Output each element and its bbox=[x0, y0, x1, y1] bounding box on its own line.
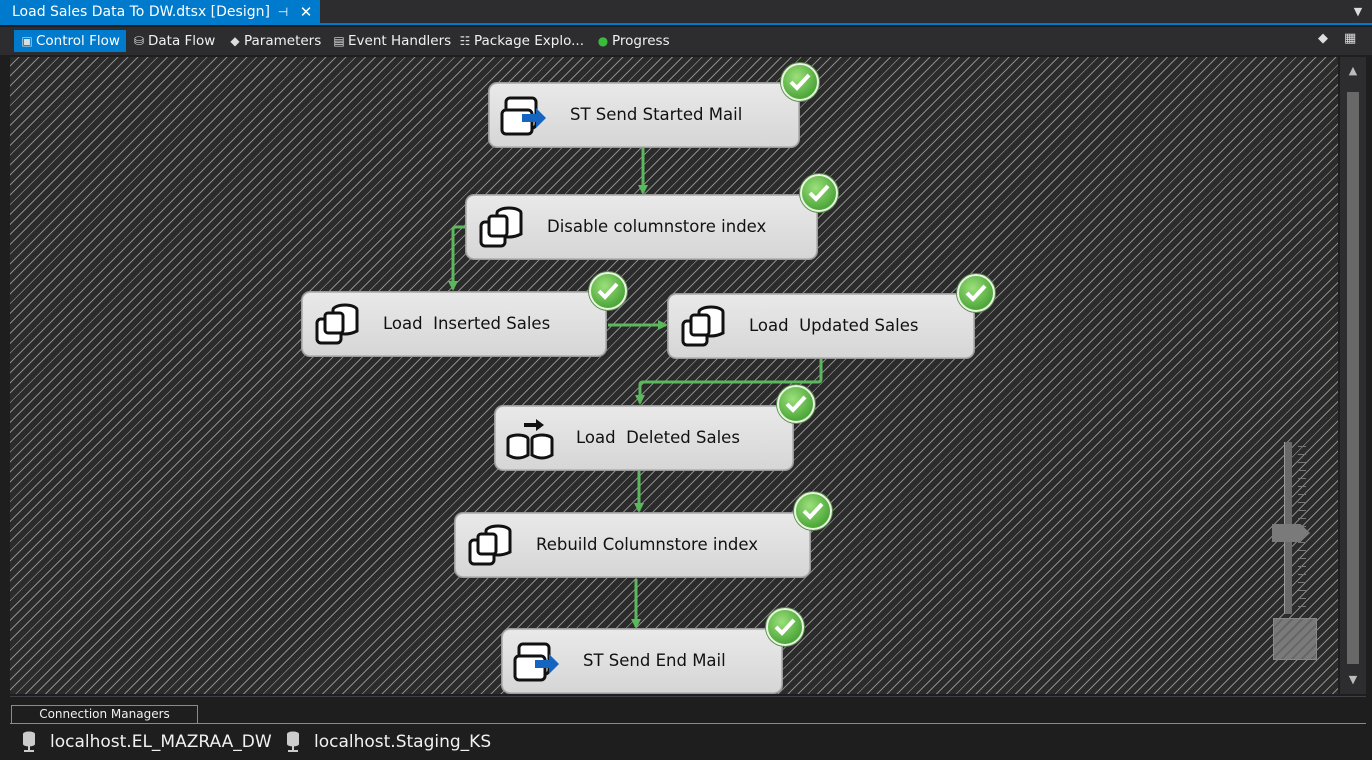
script-task-icon bbox=[513, 642, 559, 682]
pin-icon[interactable]: ⊣ bbox=[277, 5, 289, 19]
script-task-icon bbox=[500, 96, 546, 136]
vertical-scrollbar[interactable]: ▲ ▼ bbox=[1340, 57, 1366, 694]
tab-data-flow[interactable]: ⛁Data Flow bbox=[126, 30, 221, 52]
task-load-updated-sales[interactable]: Load Updated Sales bbox=[668, 294, 974, 358]
task-st-send-started-mail[interactable]: ST Send Started Mail bbox=[489, 83, 799, 147]
document-tab[interactable]: Load Sales Data To DW.dtsx [Design] ⊣ ✕ bbox=[0, 0, 320, 25]
database-connection-icon bbox=[286, 731, 300, 753]
data-flow-task-icon bbox=[506, 419, 554, 460]
connection-manager-item[interactable]: localhost.Staging_KS bbox=[286, 730, 491, 754]
constraint-line bbox=[635, 359, 823, 405]
task-load-inserted-sales[interactable]: Load Inserted Sales bbox=[302, 292, 606, 356]
document-tab-title: Load Sales Data To DW.dtsx [Design] bbox=[12, 4, 270, 20]
event-handlers-icon: ▤ bbox=[333, 34, 345, 48]
database-connection-icon bbox=[22, 731, 36, 753]
success-check-icon bbox=[781, 63, 819, 101]
zoom-to-fit-button[interactable] bbox=[1273, 618, 1317, 660]
task-disable-columnstore-index[interactable]: Disable columnstore index bbox=[466, 195, 817, 259]
execute-sql-task-icon bbox=[468, 524, 512, 566]
success-check-icon bbox=[800, 174, 838, 212]
variables-icon[interactable]: ◆ bbox=[1318, 31, 1328, 46]
tab-package-explorer[interactable]: ☷Package Explo... bbox=[452, 30, 590, 52]
connection-manager-item[interactable]: localhost.EL_MAZRAA_DW bbox=[22, 730, 272, 754]
success-check-icon bbox=[794, 492, 832, 530]
zoom-slider-handle[interactable] bbox=[1272, 524, 1310, 542]
toolbox-icon[interactable]: ▦ bbox=[1344, 31, 1357, 46]
execute-sql-task-icon bbox=[315, 303, 359, 345]
scroll-down-icon[interactable]: ▼ bbox=[1348, 673, 1358, 686]
close-icon[interactable]: ✕ bbox=[299, 3, 313, 21]
designer-tab-strip: ▣Control Flow ⛁Data Flow ◆Parameters ▤Ev… bbox=[0, 27, 1372, 55]
tab-control-flow[interactable]: ▣Control Flow bbox=[14, 30, 126, 52]
connection-managers-list[interactable]: localhost.EL_MAZRAA_DW localhost.Staging… bbox=[10, 723, 1366, 760]
connection-managers-pane: Connection Managers localhost.EL_MAZRAA_… bbox=[10, 696, 1366, 760]
chevron-down-icon[interactable]: ▼ bbox=[1353, 5, 1363, 18]
zoom-control bbox=[1272, 440, 1318, 662]
connection-managers-tab[interactable]: Connection Managers bbox=[11, 705, 198, 723]
task-rebuild-columnstore-index[interactable]: Rebuild Columnstore index bbox=[455, 513, 810, 577]
execute-sql-task-icon bbox=[681, 305, 725, 347]
package-explorer-icon: ☷ bbox=[459, 34, 471, 48]
success-check-icon bbox=[589, 272, 627, 310]
tab-event-handlers[interactable]: ▤Event Handlers bbox=[326, 30, 457, 52]
constraint-line bbox=[448, 225, 466, 291]
task-load-deleted-sales[interactable]: Load Deleted Sales bbox=[495, 406, 793, 470]
task-st-send-end-mail[interactable]: ST Send End Mail bbox=[502, 629, 782, 693]
success-check-icon bbox=[777, 385, 815, 423]
play-icon: ● bbox=[597, 34, 609, 48]
success-check-icon bbox=[766, 608, 804, 646]
scrollbar-thumb[interactable] bbox=[1347, 92, 1359, 664]
tab-parameters[interactable]: ◆Parameters bbox=[222, 30, 327, 52]
execute-sql-task-icon bbox=[479, 206, 523, 248]
tab-progress[interactable]: ●Progress bbox=[590, 30, 676, 52]
success-check-icon bbox=[957, 274, 995, 312]
data-flow-icon: ⛁ bbox=[133, 34, 145, 48]
control-flow-icon: ▣ bbox=[21, 34, 33, 48]
control-flow-canvas[interactable]: ST Send Started Mail Disable columnstore… bbox=[10, 57, 1338, 694]
precedence-constraints bbox=[448, 148, 823, 629]
parameters-icon: ◆ bbox=[230, 34, 240, 48]
document-tab-bar: Load Sales Data To DW.dtsx [Design] ⊣ ✕ … bbox=[0, 0, 1372, 25]
scroll-up-icon[interactable]: ▲ bbox=[1348, 64, 1358, 77]
